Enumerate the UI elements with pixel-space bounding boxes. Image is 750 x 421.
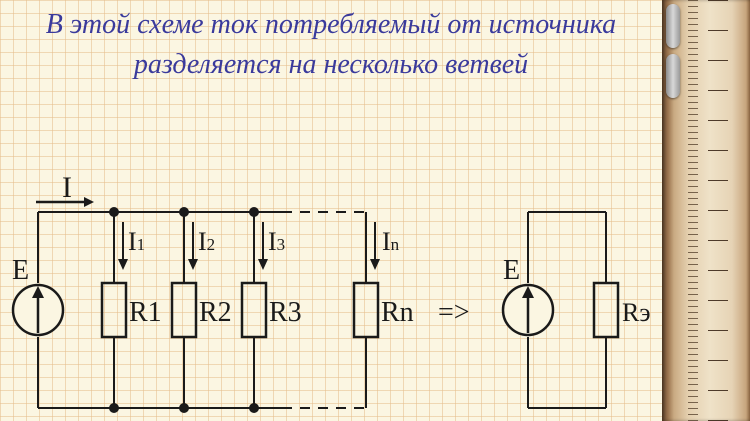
main-current-arrow (36, 197, 94, 207)
resistor-label-r1: R1 (129, 297, 162, 328)
source-arrow-head (32, 286, 44, 298)
resistor-rn (352, 281, 380, 339)
resistor-label-r3: R3 (269, 297, 302, 328)
resistor-r3 (240, 281, 268, 339)
resistor-r2 (170, 281, 198, 339)
branch-current-arrow-n (370, 222, 380, 270)
branch-current-label-n: In (382, 227, 400, 256)
ruler-ticks (688, 0, 728, 421)
branch-current-label-2: I2 (198, 227, 215, 256)
title-line-2: разделяется на несколько ветвей (133, 49, 529, 80)
ruler-decoration (662, 0, 750, 421)
resistor-label-r2: R2 (199, 297, 232, 328)
branch-current-arrow-2 (188, 222, 198, 270)
branch-current-arrow-3 (258, 222, 268, 270)
resistor-r1 (100, 281, 128, 339)
source-label: E (12, 255, 29, 286)
ruler-clip-top (666, 4, 680, 48)
branch-current-label-3: I3 (268, 227, 285, 256)
ruler-clip-middle (666, 54, 680, 98)
branch-current-label-1: I1 (128, 227, 145, 256)
equivalent-rails (528, 211, 606, 409)
circuit-wires (37, 211, 607, 409)
junction-dots (109, 207, 259, 413)
branch-current-arrow-1 (118, 222, 128, 270)
resistor-req (592, 281, 620, 339)
equivalent-arrow: => (438, 297, 470, 328)
equivalent-resistor-label: Rэ (622, 298, 651, 327)
title-line-1: В этой схеме ток потребляемый от источни… (45, 9, 617, 40)
resistor-label-rn: Rn (381, 297, 414, 328)
equivalent-source-label: E (503, 255, 520, 286)
main-current-label: I (62, 171, 72, 204)
circuit-diagram: E I I1 I2 I3 In R1 R2 R3 Rn => E Rэ (11, 171, 651, 413)
equivalent-source-arrow-head (522, 286, 534, 298)
